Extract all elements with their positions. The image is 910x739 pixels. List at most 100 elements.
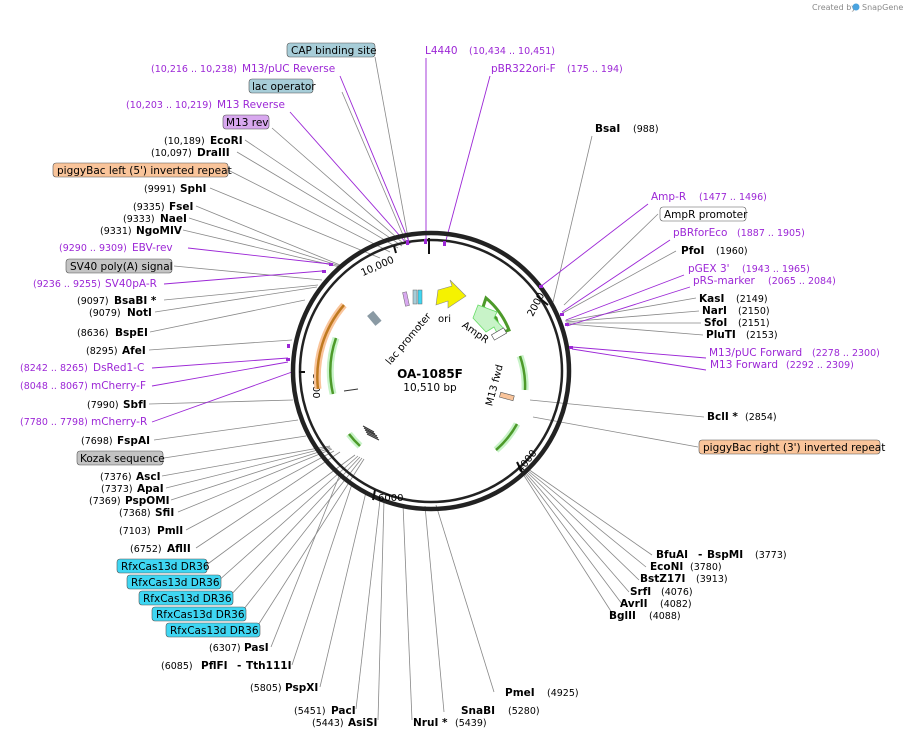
sv40-polya-label: SV40 poly(A) signal xyxy=(70,261,173,273)
enzyme-kasi-name: KasI xyxy=(699,293,724,305)
enzyme-ecori-name: EcoRI xyxy=(210,135,243,147)
enzyme-bfuai-sep: - xyxy=(698,549,702,561)
enzyme-nrui-name: NruI * xyxy=(413,717,448,729)
primer-prs-pos: (2065 .. 2084) xyxy=(768,276,836,287)
ampr-arc xyxy=(481,295,511,335)
enzyme-sfii-pos: (7368) xyxy=(119,508,151,519)
enzyme-pmei-name: PmeI xyxy=(505,687,535,699)
dr36-cluster xyxy=(362,425,380,441)
m13-rev-block xyxy=(402,291,410,307)
primer-pgex3-pos: (1943 .. 1965) xyxy=(742,264,810,275)
primer-m13-fwd-pos: (2292 .. 2309) xyxy=(786,360,854,371)
enzyme-snabi-pos: (5280) xyxy=(508,706,540,717)
enzyme-bspei-name: BspEI xyxy=(115,327,148,339)
rfxcas13d-dr36-box-1 xyxy=(116,558,208,574)
enzyme-apai-name: ApaI xyxy=(137,483,164,495)
primer-labels: L4440 (10,434 .. 10,451) pBR322ori-F (17… xyxy=(20,45,880,428)
enzyme-paci-pos: (5451) xyxy=(294,706,326,717)
enzyme-asisi-name: AsiSI xyxy=(348,717,377,729)
piggybac-right-label: piggyBac right (3') inverted repeat xyxy=(703,442,885,454)
snapgene-credit: Created by SnapGene xyxy=(812,3,903,12)
green-arc-left xyxy=(329,337,338,395)
enzyme-avrii-pos: (4082) xyxy=(660,599,692,610)
enzyme-bsabi-pos: (9097) xyxy=(77,296,109,307)
enzyme-pmei-pos: (4925) xyxy=(547,688,579,699)
enzyme-sbfi-pos: (7990) xyxy=(87,400,119,411)
rfxcas13d-dr36-box-4 xyxy=(151,606,247,622)
plasmid-name: OA-1085F xyxy=(397,367,463,381)
enzyme-bsai-pos: (988) xyxy=(633,124,659,135)
primer-m13-fwd-name: M13 Forward xyxy=(710,359,778,371)
enzyme-fsei-pos: (9335) xyxy=(133,202,165,213)
primer-m13puc-rev-pos: (10,216 .. 10,238) xyxy=(151,64,237,75)
enzyme-asci-pos: (7376) xyxy=(100,472,132,483)
lac-promoter-block xyxy=(367,310,382,326)
piggybac-left-label: piggyBac left (5') inverted repeat xyxy=(57,165,232,177)
rfxcas13d-dr36-label-5: RfxCas13d DR36 xyxy=(170,625,259,637)
credit-text: Created by xyxy=(812,3,856,12)
rfxcas13d-dr36-box-3 xyxy=(138,590,234,606)
kozak-box xyxy=(76,450,164,466)
primer-prs-name: pRS-marker xyxy=(693,275,756,287)
enzyme-ngomiv-name: NgoMIV xyxy=(136,225,183,237)
piggybac-left-box xyxy=(52,162,229,178)
primer-ampr-pos: (1477 .. 1496) xyxy=(699,192,767,203)
enzyme-asisi-pos: (5443) xyxy=(312,718,344,729)
primer-mcherryr-name: mCherry-R xyxy=(91,416,147,428)
enzyme-afei-name: AfeI xyxy=(122,345,146,357)
enzyme-bcli-pos: (2854) xyxy=(745,412,777,423)
enzyme-fsei-name: FseI xyxy=(169,201,193,213)
lac-operator-label: lac operator xyxy=(252,81,316,93)
enzyme-draiii-name: DraIII xyxy=(197,147,230,159)
enzyme-bspmi-name: BspMI xyxy=(707,549,743,561)
enzyme-econi-pos: (3780) xyxy=(690,562,722,573)
enzyme-pspomi-name: PspOMI xyxy=(125,495,170,507)
inner-features xyxy=(313,279,529,453)
primer-mcherryf-name: mCherry-F xyxy=(91,380,146,392)
enzyme-econi-name: EcoNI xyxy=(650,561,683,573)
rfxcas13d-dr36-box-2 xyxy=(126,574,222,590)
enzyme-sphi-pos: (9991) xyxy=(144,184,176,195)
orange-arc xyxy=(316,304,345,390)
cap-site-block xyxy=(412,289,418,305)
enzyme-pfoi-pos: (1960) xyxy=(716,246,748,257)
rfxcas13d-dr36-label-4: RfxCas13d DR36 xyxy=(156,609,245,621)
enzyme-noti-pos: (9079) xyxy=(89,308,121,319)
label-lac-promoter: lac promoter xyxy=(384,311,434,368)
tick-6000: 6000 xyxy=(378,493,403,504)
enzyme-pspomi-pos: (7369) xyxy=(89,496,121,507)
enzyme-pflfi-name: PflFI xyxy=(201,660,228,672)
enzyme-fspai-name: FspAI xyxy=(117,435,150,447)
enzyme-naei-pos: (9333) xyxy=(123,214,155,225)
ampr-promoter-box xyxy=(659,206,747,222)
enzyme-noti-name: NotI xyxy=(127,307,152,319)
primer-ebv-pos: (9290 .. 9309) xyxy=(59,243,127,254)
primer-m13puc-rev-name: M13/pUC Reverse xyxy=(242,63,335,75)
enzyme-nrui-pos: (5439) xyxy=(455,718,487,729)
lac-operator-box xyxy=(248,78,314,94)
enzyme-snabi-name: SnaBI xyxy=(461,705,495,717)
enzyme-bglii-pos: (4088) xyxy=(649,611,681,622)
ampr-promoter-label: AmpR promoter xyxy=(664,209,748,221)
primer-m13-rev-pos: (10,203 .. 10,219) xyxy=(126,100,212,111)
enzyme-bfuai-name: BfuAI xyxy=(656,549,688,561)
primer-l4440-name: L4440 xyxy=(425,45,458,57)
enzyme-paci-name: PacI xyxy=(331,705,356,717)
enzyme-pasi-pos: (6307) xyxy=(209,643,241,654)
enzyme-tth111i-name: Tth111I xyxy=(246,660,291,672)
cap-binding-site-label: CAP binding site xyxy=(291,45,377,57)
enzyme-bcli-name: BclI * xyxy=(707,411,738,423)
enzyme-naei-name: NaeI xyxy=(160,213,187,225)
enzyme-pspxi-pos: (5805) xyxy=(250,683,282,694)
enzyme-srfi-name: SrfI xyxy=(630,586,651,598)
coordinate-ticks xyxy=(299,238,549,501)
primer-ebv-name: EBV-rev xyxy=(132,242,173,254)
green-arc-lower xyxy=(495,423,519,451)
enzyme-draiii-pos: (10,097) xyxy=(151,148,192,159)
primer-sv40pa-pos: (9236 .. 9255) xyxy=(33,279,101,290)
enzyme-pasi-name: PasI xyxy=(244,642,269,654)
plasmid-size: 10,510 bp xyxy=(403,382,457,394)
rfxcas13d-dr36-label-2: RfxCas13d DR36 xyxy=(131,577,220,589)
enzyme-bsai-name: BsaI xyxy=(595,123,620,135)
